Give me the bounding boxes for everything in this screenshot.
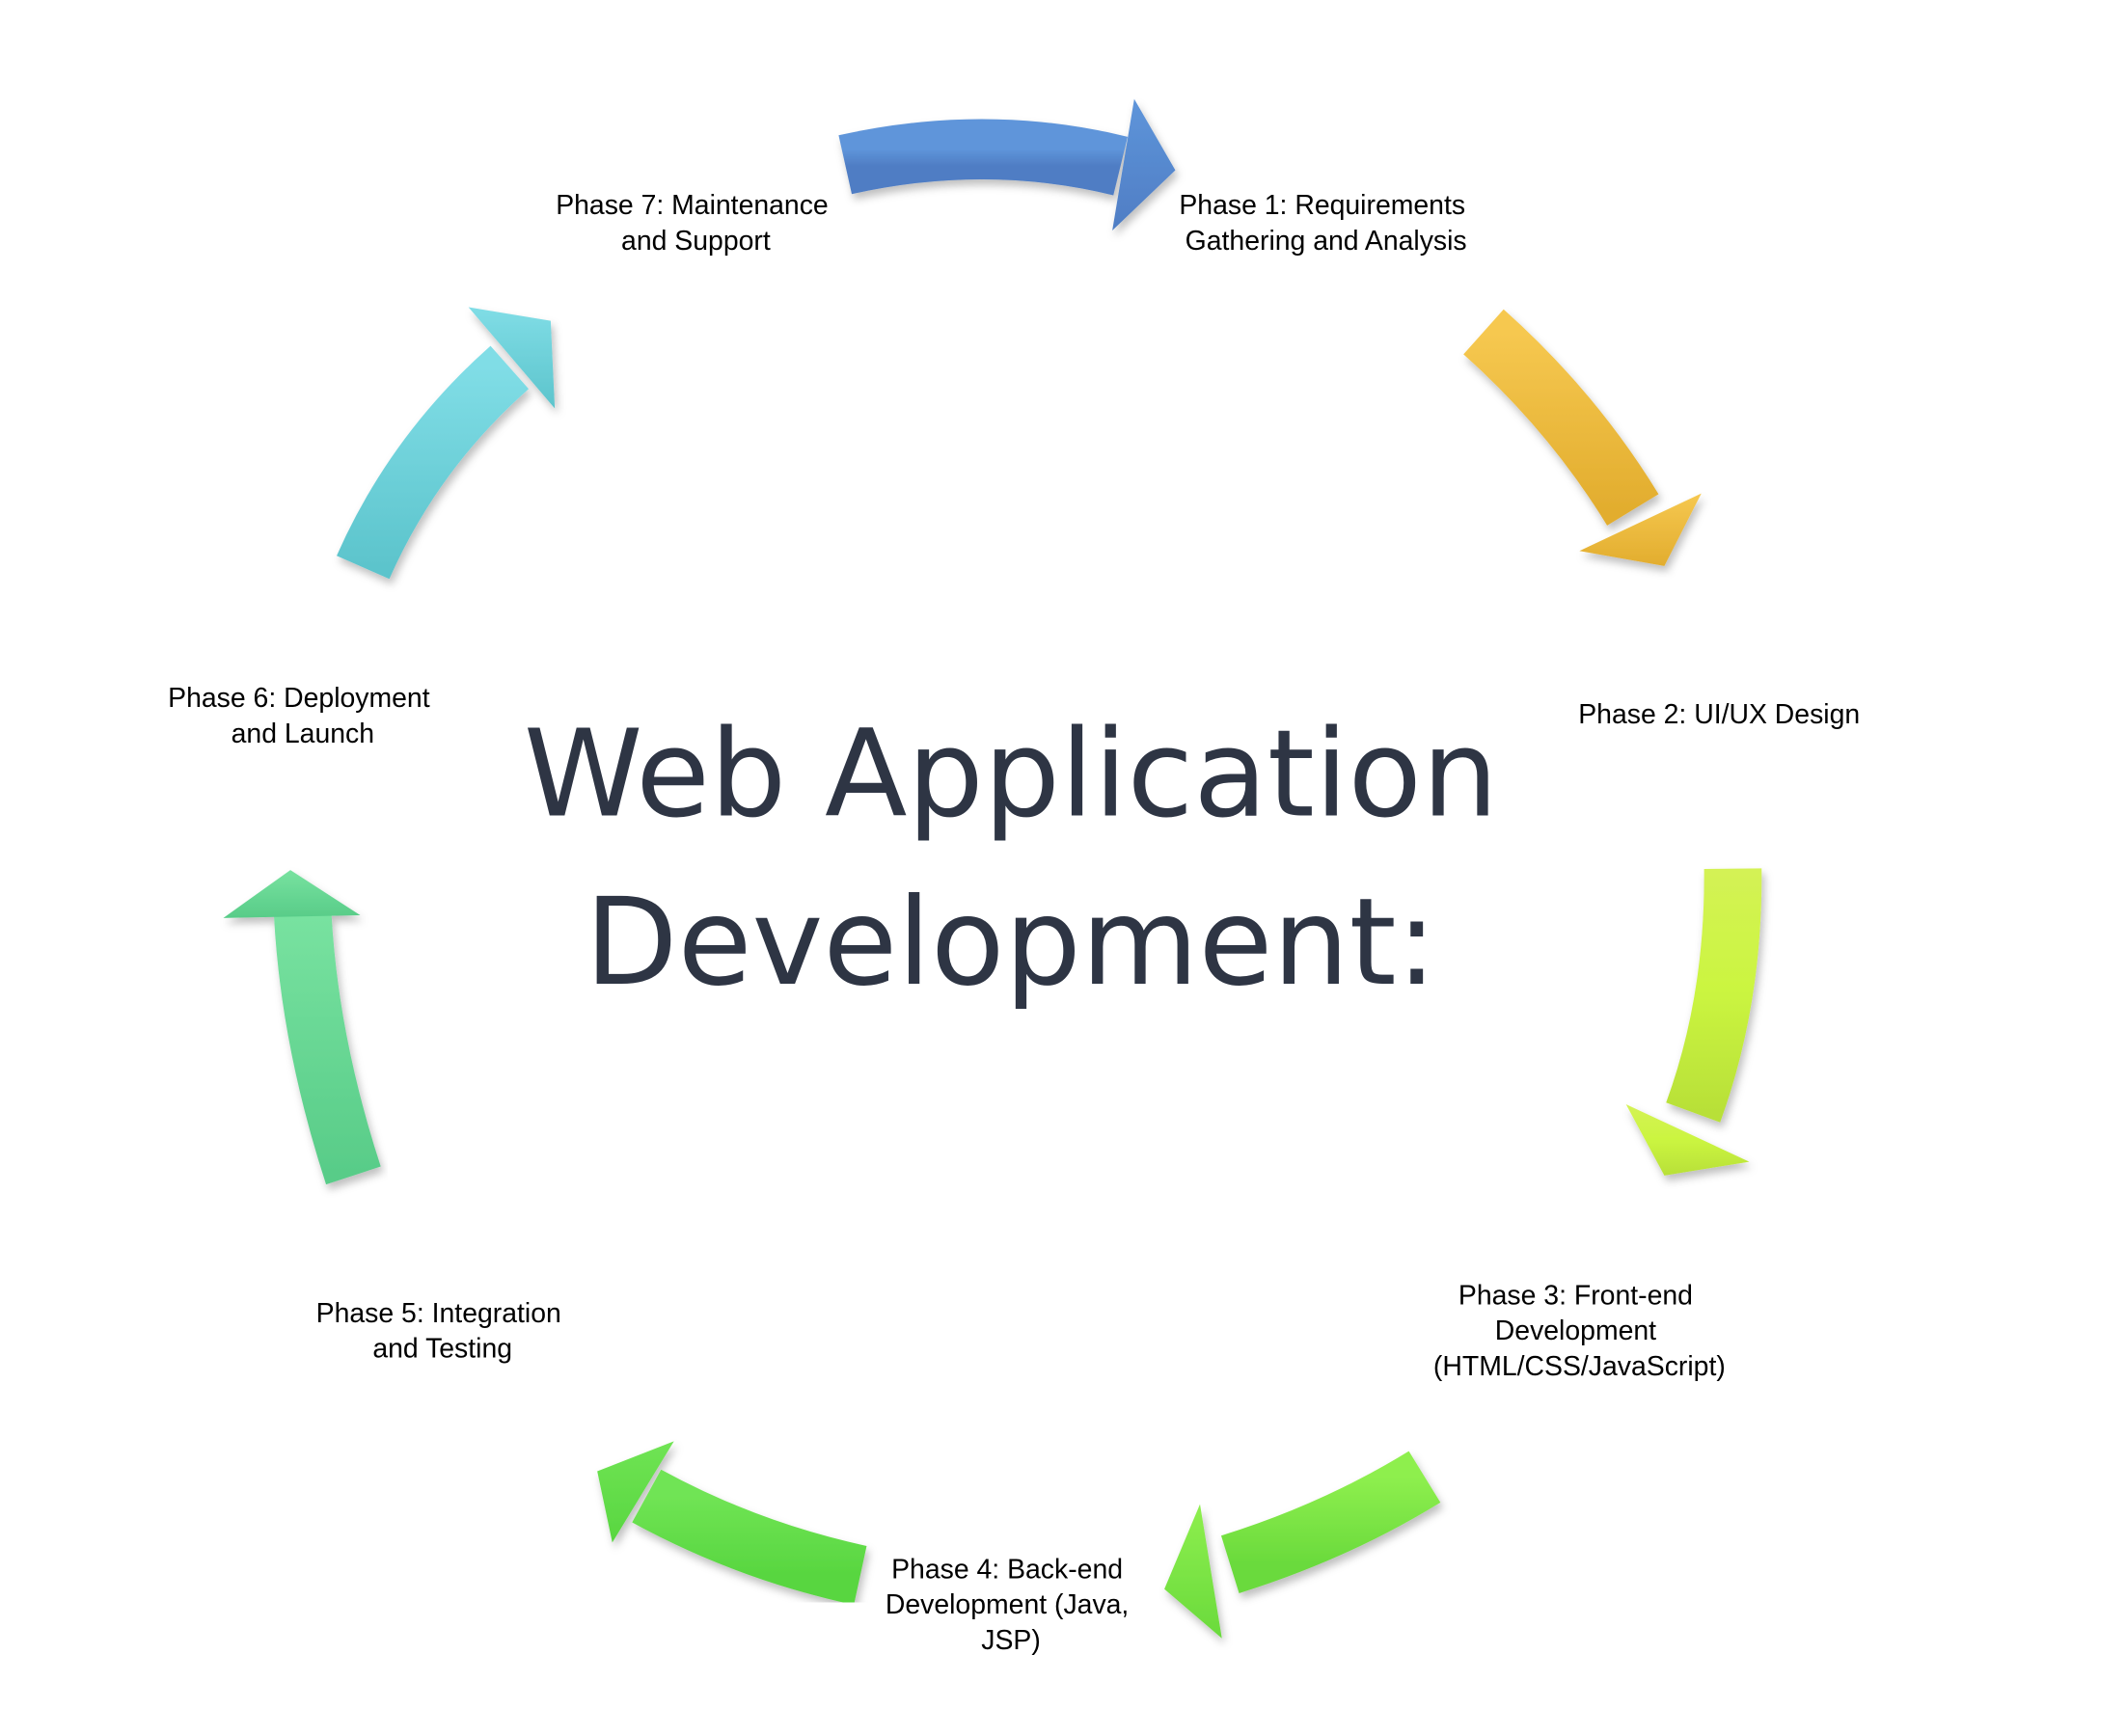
phase-1-label: Phase 1: Requirements Gathering and Anal… [1179,190,1473,257]
phase-4-label: Phase 4: Back-end Development (Java, JSP… [886,1554,1136,1656]
phase-2-label: Phase 2: UI/UX Design [1578,699,1860,730]
arrow-phase7-to-phase1 [337,307,556,580]
title-line-2: Development: [585,873,1436,1013]
arrow-phase4-to-phase5 [1164,1451,1441,1639]
phase-3-label: Phase 3: Front-end Development (HTML/CSS… [1433,1280,1726,1382]
title-line-1: Web Application [524,704,1498,844]
diagram-title: Web Application Development: [524,704,1498,1013]
phase-6-label: Phase 6: Deployment and Launch [168,683,437,749]
arrow-phase5-to-phase6 [597,1441,867,1606]
arrow-phase2-to-phase3 [1463,309,1702,566]
arrow-phase6-to-phase7 [223,870,381,1185]
phase-7-label: Phase 7: Maintenance and Support [556,190,835,257]
arrow-phase1-to-phase2 [838,98,1176,231]
arrow-phase3-to-phase4 [1625,868,1762,1176]
phase-5-label: Phase 5: Integration and Testing [316,1298,569,1365]
